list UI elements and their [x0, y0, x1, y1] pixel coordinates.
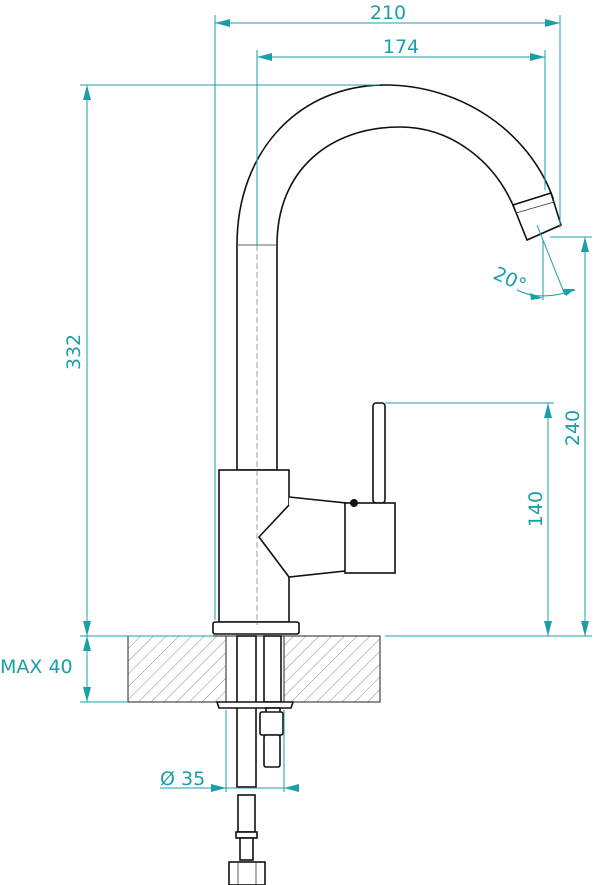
nozzle — [511, 191, 562, 242]
base-ring — [212, 621, 300, 635]
handle-cone — [257, 496, 355, 578]
dim-overall-height: 332 — [63, 334, 85, 370]
mounting-parts — [215, 635, 295, 885]
dim-spout-angle: 20° — [490, 263, 530, 297]
lever — [372, 402, 386, 504]
dim-max-counter: MAX 40 — [0, 656, 73, 678]
dim-overall-reach: 210 — [370, 2, 406, 24]
dim-hole-diameter: Ø 35 — [160, 768, 205, 790]
handle-block — [344, 502, 396, 574]
hose-nut — [228, 861, 266, 885]
dim-spout-height: 240 — [562, 410, 584, 446]
faucet — [212, 84, 562, 635]
dim-lever-height: 140 — [525, 491, 547, 527]
spout — [236, 84, 555, 471]
nut — [259, 711, 284, 736]
dimension-lines — [80, 15, 592, 792]
hose — [237, 794, 256, 833]
dim-spout-reach: 174 — [383, 36, 419, 58]
